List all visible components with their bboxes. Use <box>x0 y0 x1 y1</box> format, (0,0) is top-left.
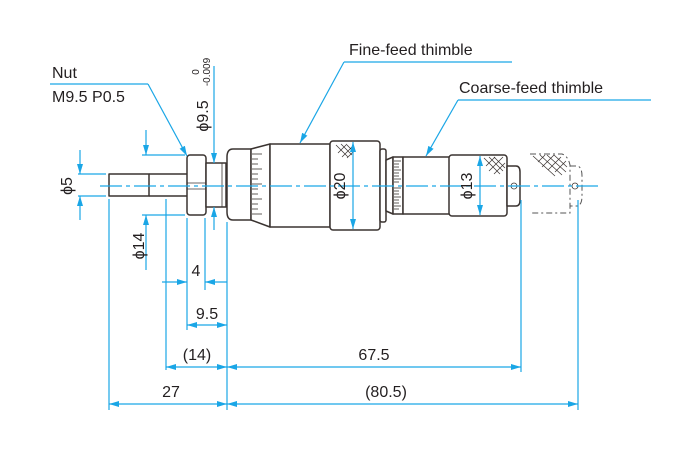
stem <box>205 162 227 208</box>
retracted-position-ghost <box>530 153 583 214</box>
fine-feed-callout: Fine-feed thimble <box>299 42 512 144</box>
body-length-label: 67.5 <box>358 347 389 364</box>
nut-callout: Nut M9.5 P0.5 <box>50 65 188 157</box>
stem-length-dim: 9.5 <box>187 306 227 328</box>
nut-width-label: 4 <box>192 263 201 280</box>
spindle-diameter-dim: ϕ5 <box>59 150 106 220</box>
stem-diameter-dim: ϕ9.5 0 -0.009 <box>191 57 217 230</box>
stem-tolerance-upper: 0 <box>191 69 202 75</box>
coarse-thimble-diameter-label: ϕ13 <box>459 173 476 200</box>
coarse-thimble-diameter-dim: ϕ13 <box>459 156 483 215</box>
nut <box>186 154 207 216</box>
body-length-dim: 67.5 <box>227 347 521 370</box>
stem-tolerance-lower: -0.009 <box>202 57 213 86</box>
fine-thimble-diameter-label: ϕ20 <box>332 173 349 200</box>
reference-14-dim: (14) <box>166 347 227 370</box>
spindle-total-label: 27 <box>162 384 180 401</box>
stem-diameter-label: ϕ9.5 <box>195 100 212 131</box>
body-total-label: (80.5) <box>365 384 407 401</box>
fine-feed-label: Fine-feed thimble <box>349 42 473 59</box>
sleeve <box>226 148 252 221</box>
fine-scale-ticks <box>252 153 262 215</box>
nut-width-dim: 4 <box>162 263 227 285</box>
spindle-total-dim: 27 <box>109 384 227 407</box>
spindle <box>108 173 150 197</box>
extension-lines <box>108 199 579 410</box>
coarse-scale-ticks <box>394 160 401 210</box>
nut-thread-label: M9.5 P0.5 <box>52 89 125 106</box>
coarse-knurl-hatch <box>483 156 506 175</box>
nut-diameter-label: ϕ14 <box>131 233 148 260</box>
coarse-feed-label: Coarse-feed thimble <box>459 80 603 97</box>
nut-label: Nut <box>52 65 77 82</box>
reference-14-label: (14) <box>183 347 211 364</box>
body-total-dim: (80.5) <box>227 384 578 407</box>
fine-thimble-diameter-dim: ϕ20 <box>332 142 356 229</box>
stem-length-label: 9.5 <box>196 306 218 323</box>
coarse-feed-callout: Coarse-feed thimble <box>425 80 651 157</box>
nut-diameter-dim: ϕ14 <box>131 130 185 270</box>
spindle-diameter-label: ϕ5 <box>59 177 76 195</box>
